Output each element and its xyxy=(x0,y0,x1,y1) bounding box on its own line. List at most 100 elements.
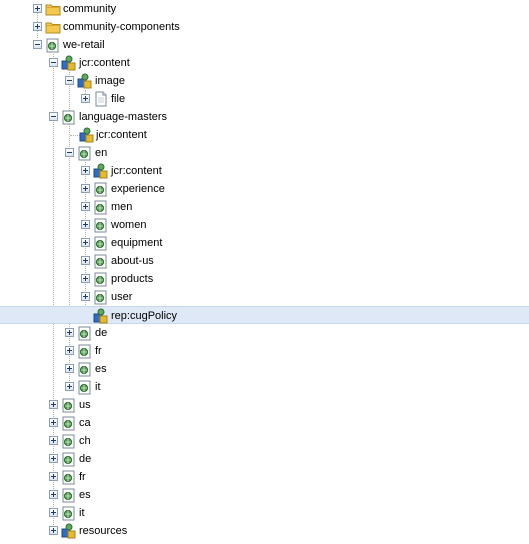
content-node-icon xyxy=(61,55,77,71)
tree-row-en[interactable]: en xyxy=(0,144,529,162)
expand-toggle[interactable] xyxy=(65,328,74,337)
expand-toggle[interactable] xyxy=(81,256,90,265)
expand-toggle[interactable] xyxy=(49,526,58,535)
tree-node-label[interactable]: community-components xyxy=(63,21,180,33)
tree-node-label[interactable]: de xyxy=(79,453,92,465)
tree-row-us[interactable]: us xyxy=(0,396,529,414)
tree-row-jcr-content[interactable]: jcr:content xyxy=(0,126,529,144)
expand-toggle[interactable] xyxy=(33,22,42,31)
tree-row-about-us[interactable]: about-us xyxy=(0,252,529,270)
tree-node-label[interactable]: jcr:content xyxy=(96,129,147,141)
tree-row-experience[interactable]: experience xyxy=(0,180,529,198)
expand-toggle[interactable] xyxy=(81,166,90,175)
page-icon xyxy=(77,325,93,341)
page-icon xyxy=(93,181,109,197)
tree-row-fr[interactable]: fr xyxy=(0,468,529,486)
tree-node-label[interactable]: men xyxy=(111,201,133,213)
tree-node-label[interactable]: women xyxy=(111,219,147,231)
tree-row-we-retail[interactable]: we-retail xyxy=(0,36,529,54)
expand-toggle[interactable] xyxy=(81,220,90,229)
expand-toggle[interactable] xyxy=(49,436,58,445)
tree-row-it[interactable]: it xyxy=(0,378,529,396)
expand-toggle[interactable] xyxy=(49,472,58,481)
expand-toggle[interactable] xyxy=(81,238,90,247)
expand-toggle[interactable] xyxy=(49,508,58,517)
tree-node-label[interactable]: ca xyxy=(79,417,91,429)
tree-row-rep-cugpolicy[interactable]: rep:cugPolicy xyxy=(0,306,529,324)
page-icon xyxy=(61,433,77,449)
tree-row-fr[interactable]: fr xyxy=(0,342,529,360)
tree-node-label[interactable]: fr xyxy=(95,345,102,357)
content-node-icon xyxy=(61,523,77,539)
tree-node-label[interactable]: rep:cugPolicy xyxy=(111,310,178,322)
tree-row-language-masters[interactable]: language-masters xyxy=(0,108,529,126)
tree-node-label[interactable]: language-masters xyxy=(79,111,168,123)
tree-node-label[interactable]: experience xyxy=(111,183,165,195)
tree-row-user[interactable]: user xyxy=(0,288,529,306)
tree-row-women[interactable]: women xyxy=(0,216,529,234)
tree-node-label[interactable]: user xyxy=(111,291,133,303)
tree-node-label[interactable]: image xyxy=(95,75,125,87)
expand-toggle[interactable] xyxy=(65,364,74,373)
expand-toggle[interactable] xyxy=(81,184,90,193)
collapse-toggle[interactable] xyxy=(49,112,58,121)
tree-row-jcr-content[interactable]: jcr:content xyxy=(0,54,529,72)
tree-node-label[interactable]: community xyxy=(63,3,117,15)
tree-node-label[interactable]: equipment xyxy=(111,237,163,249)
page-icon xyxy=(77,145,93,161)
expand-toggle[interactable] xyxy=(65,382,74,391)
tree-row-file[interactable]: file xyxy=(0,90,529,108)
tree-node-label[interactable]: about-us xyxy=(111,255,154,267)
tree-row-equipment[interactable]: equipment xyxy=(0,234,529,252)
tree-row-community-components[interactable]: community-components xyxy=(0,18,529,36)
tree-node-label[interactable]: file xyxy=(111,93,126,105)
expand-toggle[interactable] xyxy=(81,202,90,211)
file-icon xyxy=(93,91,109,107)
tree-node-label[interactable]: it xyxy=(79,507,85,519)
content-node-icon xyxy=(93,163,109,179)
collapse-toggle[interactable] xyxy=(33,40,42,49)
tree-node-label[interactable]: fr xyxy=(79,471,86,483)
tree-row-jcr-content[interactable]: jcr:content xyxy=(0,162,529,180)
tree-row-community[interactable]: community xyxy=(0,0,529,18)
expand-toggle[interactable] xyxy=(81,274,90,283)
tree-node-label[interactable]: en xyxy=(95,147,108,159)
tree-node-label[interactable]: us xyxy=(79,399,91,411)
policy-icon xyxy=(93,308,109,324)
expand-toggle[interactable] xyxy=(81,292,90,301)
tree-row-it[interactable]: it xyxy=(0,504,529,522)
tree-guide-line xyxy=(53,54,54,531)
tree-row-men[interactable]: men xyxy=(0,198,529,216)
tree-row-de[interactable]: de xyxy=(0,324,529,342)
expand-toggle[interactable] xyxy=(33,4,42,13)
tree-node-label[interactable]: es xyxy=(95,363,107,375)
expand-toggle[interactable] xyxy=(49,400,58,409)
tree-node-label[interactable]: it xyxy=(95,381,101,393)
collapse-toggle[interactable] xyxy=(65,148,74,157)
tree-row-resources[interactable]: resources xyxy=(0,522,529,540)
tree-node-label[interactable]: we-retail xyxy=(63,39,105,51)
tree-node-label[interactable]: es xyxy=(79,489,91,501)
tree-node-label[interactable]: resources xyxy=(79,525,128,537)
tree-row-es[interactable]: es xyxy=(0,486,529,504)
expand-toggle[interactable] xyxy=(49,454,58,463)
collapse-toggle[interactable] xyxy=(49,58,58,67)
tree-row-ca[interactable]: ca xyxy=(0,414,529,432)
tree-row-es[interactable]: es xyxy=(0,360,529,378)
expand-toggle[interactable] xyxy=(49,490,58,499)
expand-toggle[interactable] xyxy=(65,346,74,355)
tree-row-products[interactable]: products xyxy=(0,270,529,288)
page-icon xyxy=(61,415,77,431)
tree-row-de[interactable]: de xyxy=(0,450,529,468)
page-icon xyxy=(93,235,109,251)
tree-node-label[interactable]: jcr:content xyxy=(79,57,130,69)
collapse-toggle[interactable] xyxy=(65,76,74,85)
tree-node-label[interactable]: ch xyxy=(79,435,91,447)
tree-node-label[interactable]: products xyxy=(111,273,154,285)
tree-node-label[interactable]: jcr:content xyxy=(111,165,162,177)
tree-node-label[interactable]: de xyxy=(95,327,108,339)
tree-row-image[interactable]: image xyxy=(0,72,529,90)
expand-toggle[interactable] xyxy=(81,94,90,103)
expand-toggle[interactable] xyxy=(49,418,58,427)
tree-row-ch[interactable]: ch xyxy=(0,432,529,450)
